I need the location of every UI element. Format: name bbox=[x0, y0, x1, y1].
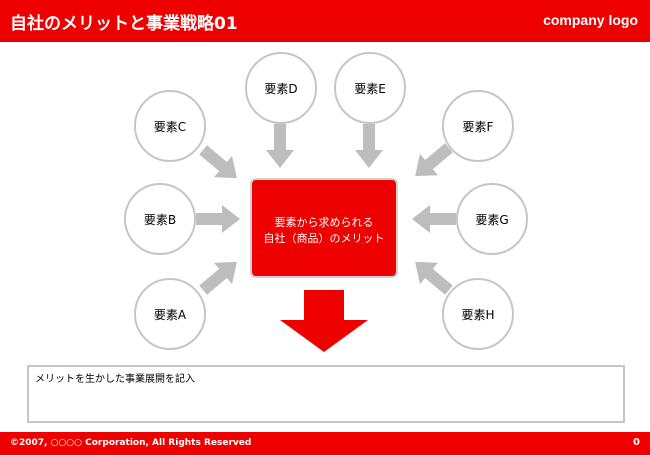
arrow-f-icon bbox=[415, 143, 453, 177]
strategy-note-box[interactable]: メリットを生かした事業展開を記入 bbox=[27, 365, 625, 423]
element-node-f: 要素F bbox=[442, 90, 514, 162]
element-node-h: 要素H bbox=[442, 278, 514, 350]
element-node-b: 要素B bbox=[124, 183, 196, 255]
element-label: 要素B bbox=[143, 212, 177, 227]
arrow-d-icon bbox=[266, 124, 294, 168]
arrow-e-icon bbox=[355, 124, 383, 168]
element-label: 要素F bbox=[462, 119, 494, 134]
footer-bar: ©2007, ○○○○ Corporation, All Rights Rese… bbox=[0, 432, 650, 455]
header-bar: 自社のメリットと事業戦略01 company logo bbox=[0, 0, 650, 42]
element-label: 要素A bbox=[153, 307, 187, 322]
element-label: 要素G bbox=[475, 212, 509, 227]
element-label: 要素E bbox=[354, 81, 386, 96]
element-node-d: 要素D bbox=[245, 52, 317, 124]
element-label: 要素H bbox=[461, 307, 495, 322]
arrow-a-icon bbox=[199, 261, 237, 295]
center-line-1: 要素から求められる bbox=[274, 216, 374, 229]
center-line-2: 自社（商品）のメリット bbox=[263, 232, 385, 245]
note-text: メリットを生かした事業展開を記入 bbox=[35, 374, 195, 385]
arrow-b-icon bbox=[196, 205, 240, 233]
page-number: 0 bbox=[633, 437, 640, 448]
big-down-arrow-icon bbox=[280, 290, 368, 352]
copyright-text: ©2007, ○○○○ Corporation, All Rights Rese… bbox=[10, 438, 252, 448]
company-logo: company logo bbox=[543, 12, 638, 28]
element-node-c: 要素C bbox=[134, 90, 206, 162]
center-merit-box: 要素から求められる 自社（商品）のメリット bbox=[250, 178, 398, 278]
element-node-a: 要素A bbox=[134, 278, 206, 350]
element-node-e: 要素E bbox=[334, 52, 406, 124]
arrow-g-icon bbox=[412, 205, 456, 233]
arrow-c-icon bbox=[199, 145, 237, 179]
element-node-g: 要素G bbox=[456, 183, 528, 255]
page-title: 自社のメリットと事業戦略01 bbox=[10, 14, 238, 34]
element-label: 要素D bbox=[264, 81, 298, 96]
arrow-h-icon bbox=[415, 261, 453, 295]
element-label: 要素C bbox=[153, 119, 187, 134]
